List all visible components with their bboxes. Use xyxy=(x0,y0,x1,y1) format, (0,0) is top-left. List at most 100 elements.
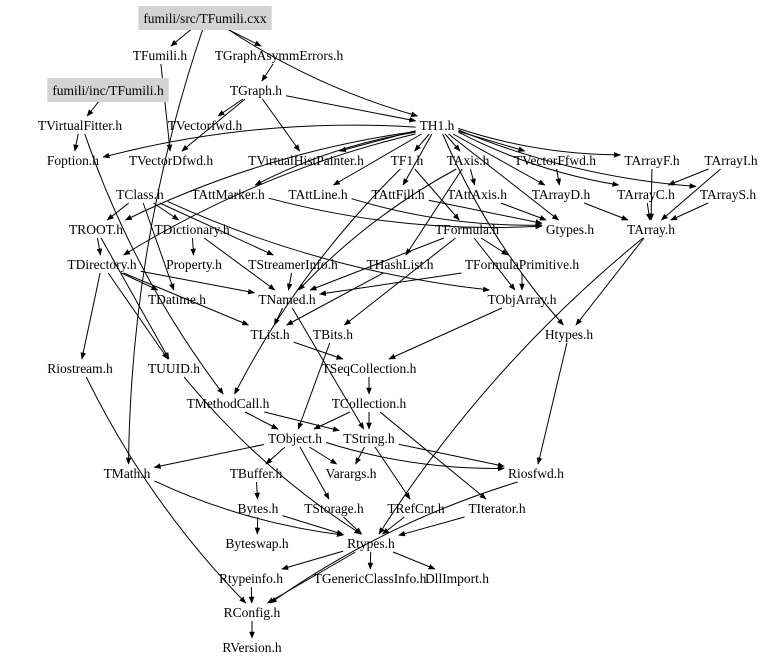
node-tformulaprimitive[interactable]: TFormulaPrimitive.h xyxy=(465,257,580,272)
node-tdictionary[interactable]: TDictionary.h xyxy=(154,222,229,237)
node-rconfig[interactable]: RConfig.h xyxy=(224,605,281,620)
node-troot[interactable]: TROOT.h xyxy=(69,222,123,237)
node-tarrayi[interactable]: TArrayI.h xyxy=(704,153,758,168)
node-tbits[interactable]: TBits.h xyxy=(313,327,353,342)
node-tcollection[interactable]: TCollection.h xyxy=(332,396,407,411)
node-tgraph[interactable]: TGraph.h xyxy=(230,83,282,98)
node-tarray[interactable]: TArray.h xyxy=(627,222,675,237)
node-label: Rtypes.h xyxy=(347,536,395,551)
node-dllimport[interactable]: DllImport.h xyxy=(425,571,489,586)
node-label: TAxis.h xyxy=(447,153,490,168)
node-trefcnt[interactable]: TRefCnt.h xyxy=(387,501,445,516)
node-label: Gtypes.h xyxy=(546,222,595,237)
node-tattmarker[interactable]: TAttMarker.h xyxy=(191,187,265,202)
node-tlist[interactable]: TList.h xyxy=(250,327,290,342)
edge-trefcnt-to-rtypes xyxy=(382,516,405,535)
node-tvirtualhistpainter[interactable]: TVirtualHistPainter.h xyxy=(248,153,364,168)
node-label: Foption.h xyxy=(47,153,99,168)
node-tbuffer[interactable]: TBuffer.h xyxy=(230,466,283,481)
node-rtypeinfo[interactable]: Rtypeinfo.h xyxy=(219,571,283,586)
node-varargs[interactable]: Varargs.h xyxy=(325,466,376,481)
node-riosfwd[interactable]: Riosfwd.h xyxy=(508,466,564,481)
edge-tobject-to-tbuffer xyxy=(265,446,286,465)
node-tgraphasymmerrors[interactable]: TGraphAsymmErrors.h xyxy=(215,48,344,63)
node-tmethodcall[interactable]: TMethodCall.h xyxy=(187,396,270,411)
node-property[interactable]: Property.h xyxy=(166,257,222,272)
node-label: Rtypeinfo.h xyxy=(219,571,283,586)
node-tarrayf[interactable]: TArrayF.h xyxy=(624,153,679,168)
node-htypes[interactable]: Htypes.h xyxy=(545,327,594,342)
node-gtypes[interactable]: Gtypes.h xyxy=(546,222,595,237)
node-tstring[interactable]: TString.h xyxy=(343,431,395,446)
edge-tbuffer-to-bytes xyxy=(254,481,260,500)
node-tdatime[interactable]: TDatime.h xyxy=(148,292,206,307)
node-tmath[interactable]: TMath.h xyxy=(104,466,151,481)
edge-th1-to-taxis xyxy=(444,133,461,152)
edge-tformulaprimitive-to-tnamed xyxy=(319,272,462,296)
node-tclass[interactable]: TClass.h xyxy=(116,187,164,202)
edge-th1-to-tf1 xyxy=(414,133,430,152)
node-label: TAttFill.h xyxy=(371,187,425,202)
edge-taxis-to-tattaxis xyxy=(469,168,476,186)
node-tfumili-cxx[interactable]: fumili/src/TFumili.cxx xyxy=(138,6,272,30)
node-tarrays[interactable]: TArrayS.h xyxy=(700,187,757,202)
edge-tgraphasymmerrors-to-tgraph xyxy=(261,63,274,82)
edge-tfumili-cxx-to-th1 xyxy=(224,26,419,117)
node-tdirectory[interactable]: TDirectory.h xyxy=(67,257,136,272)
node-bytes[interactable]: Bytes.h xyxy=(238,501,279,516)
node-label: fumili/inc/TFumili.h xyxy=(52,83,164,98)
node-riostream[interactable]: Riostream.h xyxy=(47,361,113,376)
node-tvectordfwd[interactable]: TVectorDfwd.h xyxy=(129,153,214,168)
node-thashlist[interactable]: THashList.h xyxy=(366,257,433,272)
node-label: TDatime.h xyxy=(148,292,206,307)
node-tstreamerinfo[interactable]: TStreamerInfo.h xyxy=(248,257,338,272)
node-label: TFumili.h xyxy=(133,48,188,63)
node-tgenericclassinfo[interactable]: TGenericClassInfo.h xyxy=(314,571,427,586)
node-label: TDictionary.h xyxy=(154,222,229,237)
edge-tgraph-to-tvectordfwd xyxy=(181,98,246,152)
edge-tclass-to-tobjarray xyxy=(167,201,490,293)
node-taxis[interactable]: TAxis.h xyxy=(447,153,490,168)
node-tattline[interactable]: TAttLine.h xyxy=(288,187,348,202)
node-tvectorffwd[interactable]: TVectorFfwd.h xyxy=(514,153,596,168)
edge-tarrayc-to-tarray xyxy=(646,202,652,221)
node-tstorage[interactable]: TStorage.h xyxy=(304,501,364,516)
node-byteswap[interactable]: Byteswap.h xyxy=(225,536,289,551)
node-tnamed[interactable]: TNamed.h xyxy=(258,292,316,307)
node-tattfill[interactable]: TAttFill.h xyxy=(371,187,425,202)
node-tarrayd[interactable]: TArrayD.h xyxy=(532,187,591,202)
node-label: TArray.h xyxy=(627,222,675,237)
node-label: TROOT.h xyxy=(69,222,123,237)
edge-thashlist-to-tlist xyxy=(286,272,384,326)
node-tfumili-h[interactable]: TFumili.h xyxy=(133,48,188,63)
node-label: TGenericClassInfo.h xyxy=(314,571,427,586)
edge-tobject-to-varargs xyxy=(309,446,338,465)
edge-troot-to-tuuid xyxy=(100,237,170,360)
node-rversion[interactable]: RVersion.h xyxy=(222,640,282,655)
node-inc-tfumili[interactable]: fumili/inc/TFumili.h xyxy=(47,78,169,102)
node-label: DllImport.h xyxy=(425,571,489,586)
edge-tattaxis-to-gtypes xyxy=(500,202,547,221)
node-tarrayc[interactable]: TArrayC.h xyxy=(617,187,675,202)
node-tvirtualfitter[interactable]: TVirtualFitter.h xyxy=(38,118,123,133)
node-highlight-box xyxy=(138,6,272,30)
node-tseqcollection[interactable]: TSeqCollection.h xyxy=(322,361,417,376)
node-tf1[interactable]: TF1.h xyxy=(391,153,424,168)
edge-th1-to-tarrayd xyxy=(452,133,546,186)
node-th1[interactable]: TH1.h xyxy=(420,118,455,133)
node-tformula[interactable]: TFormula.h xyxy=(435,222,499,237)
node-titerator[interactable]: TIterator.h xyxy=(468,501,526,516)
node-foption[interactable]: Foption.h xyxy=(47,153,99,168)
edge-tarrayd-to-tarray xyxy=(583,202,629,221)
node-tuuid[interactable]: TUUID.h xyxy=(148,361,200,376)
node-tobjarray[interactable]: TObjArray.h xyxy=(488,292,557,307)
node-tobject[interactable]: TObject.h xyxy=(268,431,322,446)
edge-rtypes-to-rconfig xyxy=(266,551,356,604)
node-label: Riosfwd.h xyxy=(508,466,564,481)
edges-layer xyxy=(73,26,721,639)
node-tvectorfwd[interactable]: TVectorfwd.h xyxy=(168,118,243,133)
edge-tdictionary-to-tnamed xyxy=(203,237,276,291)
node-rtypes[interactable]: Rtypes.h xyxy=(347,536,395,551)
node-tattaxis[interactable]: TAttAxis.h xyxy=(447,187,507,202)
edge-tgraph-to-tvirtualhistpainter xyxy=(261,98,301,152)
